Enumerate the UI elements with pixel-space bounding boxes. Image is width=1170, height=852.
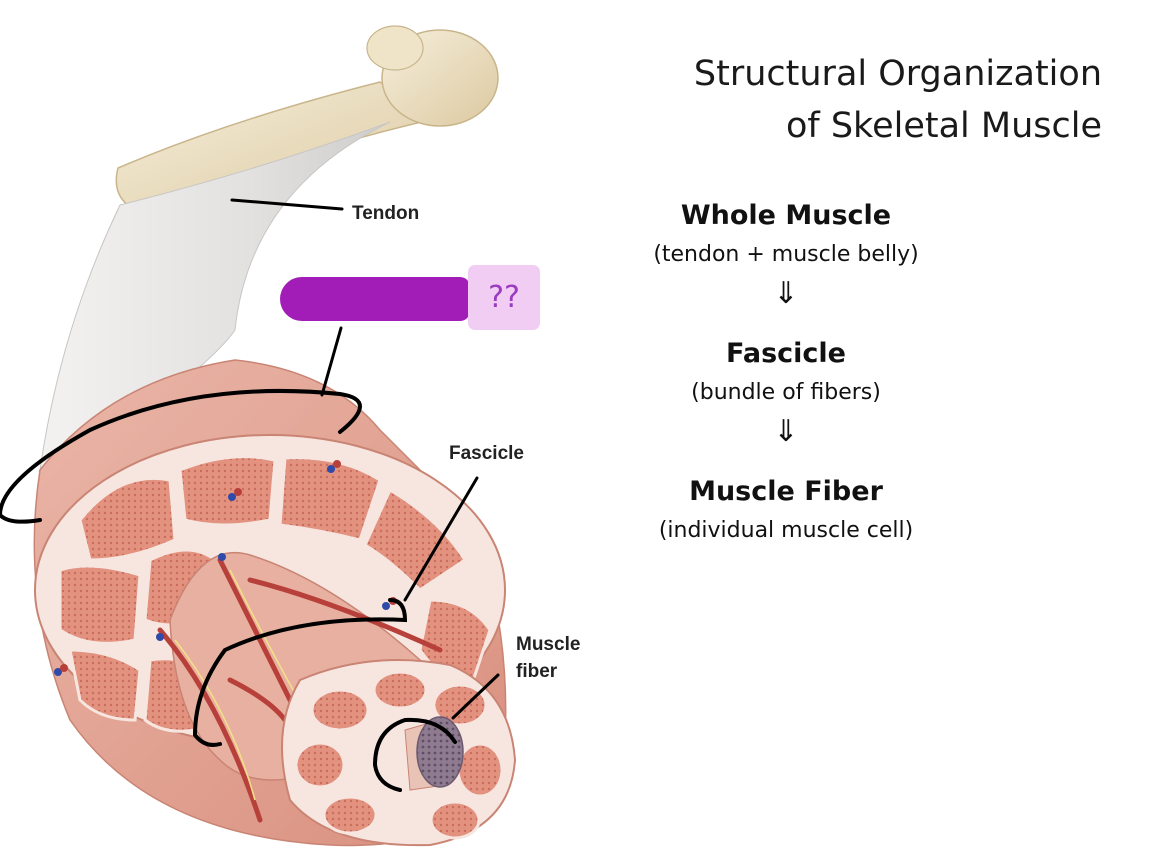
tendon-leader-line — [230, 198, 344, 211]
hierarchy-level-desc: (tendon + muscle belly) — [653, 242, 919, 267]
fascicle-leader-line — [403, 476, 479, 602]
hidden-label-box[interactable]: ?? — [468, 265, 540, 330]
bone — [115, 25, 499, 213]
organization-hierarchy: Whole Muscle (tendon + muscle belly) ⇓ F… — [616, 194, 956, 548]
muscle-fiber-bracket — [372, 717, 457, 792]
tendon-shape — [38, 121, 391, 473]
hierarchy-level-title: Muscle Fiber — [689, 476, 883, 507]
down-arrow-icon: ⇓ — [773, 276, 799, 311]
hierarchy-level-desc: (individual muscle cell) — [658, 518, 914, 543]
fascicle-cross-section — [281, 659, 517, 847]
muscle-fiber-label: Muscle fiber — [516, 634, 581, 682]
muscle-fiber-leader-line — [451, 673, 500, 720]
hidden-label-leader-line — [320, 326, 343, 397]
fascicle-bracket — [192, 598, 408, 747]
hierarchy-level-desc: (bundle of fibers) — [691, 380, 881, 405]
hierarchy-level-title: Whole Muscle — [680, 200, 892, 231]
hidden-label-text: ?? — [488, 280, 520, 315]
page-title: Structural Organization of Skeletal Musc… — [694, 48, 1102, 152]
fascicle-label: Fascicle — [449, 443, 524, 464]
down-arrow-icon: ⇓ — [773, 414, 799, 449]
hierarchy-level-fascicle: Fascicle (bundle of fibers) — [616, 332, 956, 410]
hierarchy-level-muscle-fiber: Muscle Fiber (individual muscle cell) — [616, 470, 956, 548]
title-line-2: of Skeletal Muscle — [785, 106, 1102, 146]
whole-muscle-bracket — [0, 388, 362, 524]
redaction-mark — [280, 277, 470, 321]
skeletal-muscle-illustration — [0, 25, 517, 847]
title-line-1: Structural Organization — [693, 54, 1102, 94]
hierarchy-level-title: Fascicle — [726, 338, 846, 369]
hierarchy-level-whole-muscle: Whole Muscle (tendon + muscle belly) — [616, 194, 956, 272]
muscle-fiber — [404, 716, 464, 791]
tendon-label: Tendon — [352, 203, 420, 224]
